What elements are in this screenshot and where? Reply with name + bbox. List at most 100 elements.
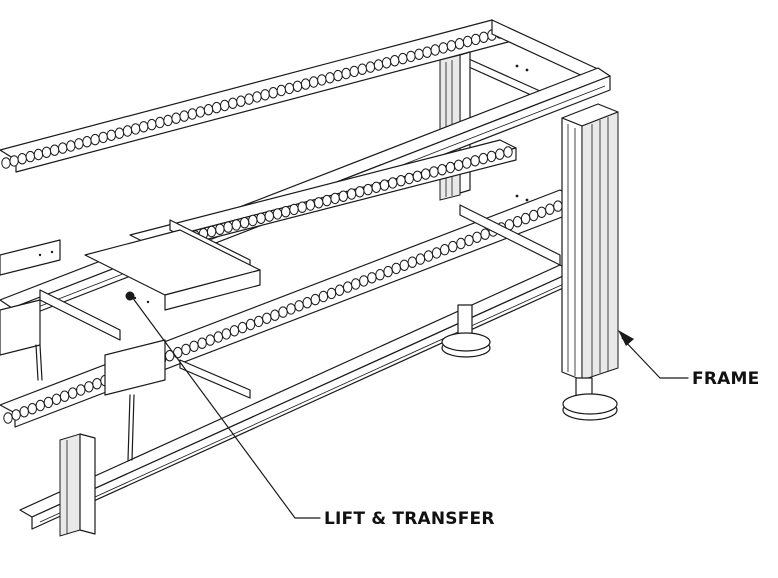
roller xyxy=(486,150,497,163)
roller xyxy=(9,155,19,167)
roller xyxy=(262,312,272,324)
roller xyxy=(406,50,416,63)
roller xyxy=(3,412,13,424)
roller xyxy=(464,234,474,247)
roller xyxy=(220,99,230,112)
rear-leveling-foot xyxy=(441,304,491,358)
roller xyxy=(189,340,199,352)
roller xyxy=(396,175,406,187)
roller xyxy=(292,80,303,93)
roller xyxy=(407,256,417,268)
roller xyxy=(445,161,456,174)
bottom-beam xyxy=(19,264,573,530)
roller xyxy=(25,150,35,163)
roller xyxy=(363,183,373,196)
inner-posts xyxy=(59,433,96,537)
frame-callout: FRAME xyxy=(618,330,759,389)
roller xyxy=(139,121,149,133)
roller xyxy=(98,131,108,144)
roller xyxy=(322,194,332,207)
roller xyxy=(248,214,258,227)
lift-transfer-unit xyxy=(0,229,261,461)
roller xyxy=(314,197,324,209)
roller xyxy=(223,221,233,233)
roller xyxy=(11,409,21,421)
roller xyxy=(229,325,240,337)
roller xyxy=(256,212,266,225)
roller xyxy=(367,272,377,284)
roller xyxy=(317,74,327,86)
roller xyxy=(289,203,299,216)
roller xyxy=(163,114,173,127)
roller xyxy=(381,57,392,69)
roller xyxy=(276,84,286,97)
upper-conveyor-rail xyxy=(0,19,509,173)
roller xyxy=(264,210,274,222)
roller xyxy=(147,118,157,131)
roller xyxy=(228,97,238,110)
roller xyxy=(231,219,242,231)
roller xyxy=(155,116,165,129)
roller xyxy=(462,35,473,48)
roller xyxy=(355,186,365,198)
roller xyxy=(245,318,256,331)
roller xyxy=(41,146,52,159)
roller xyxy=(318,290,329,303)
roller xyxy=(399,259,409,271)
roller xyxy=(373,59,384,71)
roller xyxy=(90,133,100,146)
roller xyxy=(390,55,400,67)
roller xyxy=(114,127,125,139)
roller xyxy=(398,52,408,65)
roller xyxy=(310,293,320,306)
roller xyxy=(278,306,288,318)
frame-label: FRAME xyxy=(692,369,759,389)
roller xyxy=(187,108,198,120)
roller xyxy=(448,240,458,253)
roller xyxy=(330,192,340,205)
roller xyxy=(305,199,316,211)
lift-transfer-callout: LIFT & TRANSFER xyxy=(131,296,495,529)
roller xyxy=(215,223,225,236)
roller xyxy=(237,321,248,334)
roller xyxy=(341,67,351,80)
roller xyxy=(343,281,353,293)
roller xyxy=(334,284,345,296)
roller xyxy=(270,309,280,321)
roller xyxy=(260,89,270,101)
roller xyxy=(35,399,45,412)
roller xyxy=(470,155,480,167)
roller xyxy=(302,297,312,309)
roller xyxy=(415,253,426,265)
roller xyxy=(68,387,78,399)
roller xyxy=(325,72,335,84)
roller xyxy=(404,172,414,185)
lift-transfer-label: LIFT & TRANSFER xyxy=(324,509,495,529)
roller xyxy=(197,337,207,349)
roller xyxy=(74,138,84,150)
roller xyxy=(297,201,307,213)
roller xyxy=(429,166,439,178)
roller xyxy=(206,225,217,238)
roller xyxy=(454,38,465,50)
roller xyxy=(179,110,189,122)
roller xyxy=(66,140,76,152)
roller xyxy=(412,170,423,183)
roller xyxy=(553,200,563,212)
roller xyxy=(221,328,232,340)
roller xyxy=(421,168,431,180)
roller xyxy=(211,101,222,114)
roller xyxy=(252,91,262,103)
roller xyxy=(122,125,133,137)
roller xyxy=(495,148,505,160)
roller xyxy=(351,278,361,290)
roller xyxy=(478,152,488,165)
roller xyxy=(51,393,62,405)
roller xyxy=(453,159,464,172)
roller xyxy=(106,129,117,142)
roller xyxy=(333,69,343,82)
roller xyxy=(195,106,206,118)
roller xyxy=(294,300,304,312)
roller xyxy=(479,31,489,43)
roller xyxy=(19,406,29,418)
